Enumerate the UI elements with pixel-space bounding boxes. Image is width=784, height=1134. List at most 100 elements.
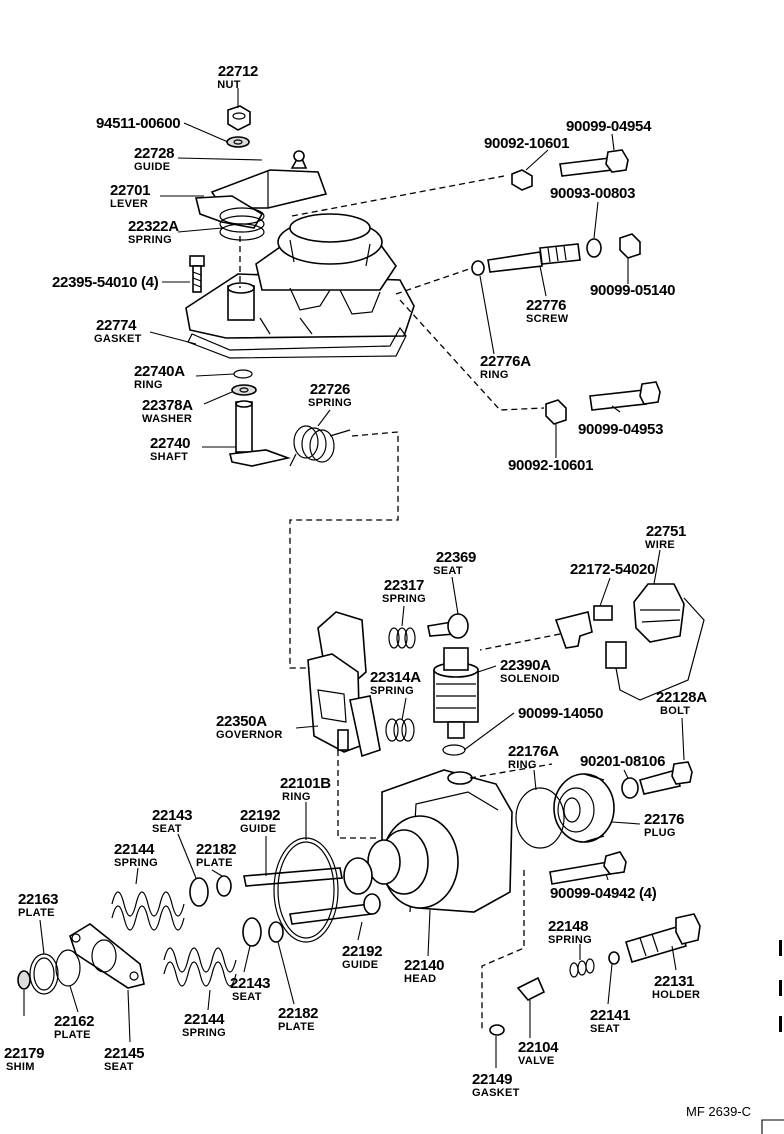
page-edge-marks <box>761 940 784 1134</box>
seat-22369 <box>427 613 469 639</box>
part-number: 22369 <box>436 549 476 566</box>
spring-22144-upper <box>111 891 185 931</box>
part-name: SPRING <box>128 234 172 246</box>
part-name: GOVERNOR <box>216 729 283 741</box>
head-22140 <box>367 769 513 913</box>
part-number: 22144 <box>114 841 155 858</box>
part-number: 22776A <box>480 353 531 370</box>
part-number: 22751 <box>646 523 686 540</box>
part-labels: 22712 NUT 94511-00600 22728 GUIDE 22701 … <box>4 63 751 1119</box>
part-number: 90093-00803 <box>550 185 635 202</box>
part-name: PLATE <box>54 1029 91 1041</box>
part-name: GASKET <box>472 1087 520 1099</box>
part-number: 22701 <box>110 182 150 199</box>
part-number: 22149 <box>472 1071 512 1088</box>
spring-22322A <box>219 207 265 241</box>
part-name: GUIDE <box>134 161 170 173</box>
wire-22751 <box>605 583 705 701</box>
part-number: 22176A <box>508 743 559 760</box>
spring-22317 <box>388 627 416 649</box>
part-number: 22131 <box>654 973 694 990</box>
nut-22712 <box>227 105 251 131</box>
part-number: 22104 <box>518 1039 559 1056</box>
screw-22776 <box>487 243 581 273</box>
part-name: SEAT <box>104 1061 134 1073</box>
plug-22176 <box>553 773 615 843</box>
bracket-22172 <box>554 611 593 649</box>
spring-22148 <box>569 958 595 978</box>
part-number: 90099-04942 (4) <box>550 885 657 902</box>
part-number: 22322A <box>128 218 179 235</box>
part-name: RING <box>134 379 163 391</box>
seat-22145 <box>69 923 145 989</box>
part-name: RING <box>282 791 311 803</box>
part-name: SPRING <box>182 1027 226 1039</box>
part-number: 90201-08106 <box>580 753 665 770</box>
bolt-90099-04954 <box>559 149 629 177</box>
part-drawings <box>17 105 705 1036</box>
part-number: 22176 <box>644 811 684 828</box>
part-number: 22776 <box>526 297 566 314</box>
part-name: PLATE <box>18 907 55 919</box>
part-number: 22141 <box>590 1007 630 1024</box>
part-number: 22101B <box>280 775 331 792</box>
part-name: VALVE <box>518 1055 555 1067</box>
leader-lines <box>23 88 685 1068</box>
part-name: RING <box>508 759 537 771</box>
part-number: 22712 <box>218 63 258 80</box>
part-number: 90092-10601 <box>508 457 593 474</box>
part-number: 22390A <box>500 657 551 674</box>
part-name: GUIDE <box>240 823 276 835</box>
part-name: PLATE <box>196 857 233 869</box>
part-name: BOLT <box>660 705 690 717</box>
nut-90099-05140 <box>619 233 641 259</box>
gasket-22149 <box>489 1024 505 1036</box>
part-number: 94511-00600 <box>96 115 180 132</box>
part-name: LEVER <box>110 198 148 210</box>
guide-22728 <box>210 150 328 209</box>
governor-22350A <box>307 611 381 758</box>
ring-90099-14050 <box>442 744 466 756</box>
part-number: 22148 <box>548 918 588 935</box>
washer-22378A <box>231 384 257 396</box>
nut-90092-b <box>545 399 567 425</box>
part-number: 90099-05140 <box>590 282 675 299</box>
ring-22776A <box>471 260 485 276</box>
part-number: 22162 <box>54 1013 94 1030</box>
gasket-22774 <box>187 326 407 359</box>
part-number: 22728 <box>134 145 174 162</box>
part-number: 22192 <box>342 943 382 960</box>
part-number: 22740 <box>150 435 190 452</box>
spring-22726 <box>289 425 351 467</box>
part-number: 22726 <box>310 381 350 398</box>
solenoid-22390A <box>433 647 479 739</box>
part-name: SOLENOID <box>500 673 560 685</box>
drawing-code: MF 2639-C <box>686 1104 751 1119</box>
governor-cover <box>185 213 415 339</box>
alignment-lines <box>239 175 561 1030</box>
part-number: 22128A <box>656 689 707 706</box>
spring-22144-lower <box>163 947 237 987</box>
seat-22143-upper <box>189 877 209 907</box>
screw-22395 <box>189 255 205 293</box>
part-name: SHAFT <box>150 451 188 463</box>
part-number: 22314A <box>370 669 421 686</box>
part-number: 22350A <box>216 713 267 730</box>
part-number: 22317 <box>384 577 424 594</box>
part-name: SEAT <box>152 823 182 835</box>
part-name: SPRING <box>548 934 592 946</box>
part-number: 22140 <box>404 957 444 974</box>
part-name: HOLDER <box>652 989 700 1001</box>
part-name: PLUG <box>644 827 676 839</box>
part-number: 22740A <box>134 363 185 380</box>
part-name: SEAT <box>433 565 463 577</box>
part-name: SCREW <box>526 313 569 325</box>
part-name: PLATE <box>278 1021 315 1033</box>
part-name: SPRING <box>382 593 426 605</box>
part-number: 90099-04953 <box>578 421 663 438</box>
spring-22314A <box>385 718 415 742</box>
holder-22131 <box>625 913 701 963</box>
washer-94511 <box>226 136 250 148</box>
part-name: RING <box>480 369 509 381</box>
part-number: 22182 <box>196 841 236 858</box>
